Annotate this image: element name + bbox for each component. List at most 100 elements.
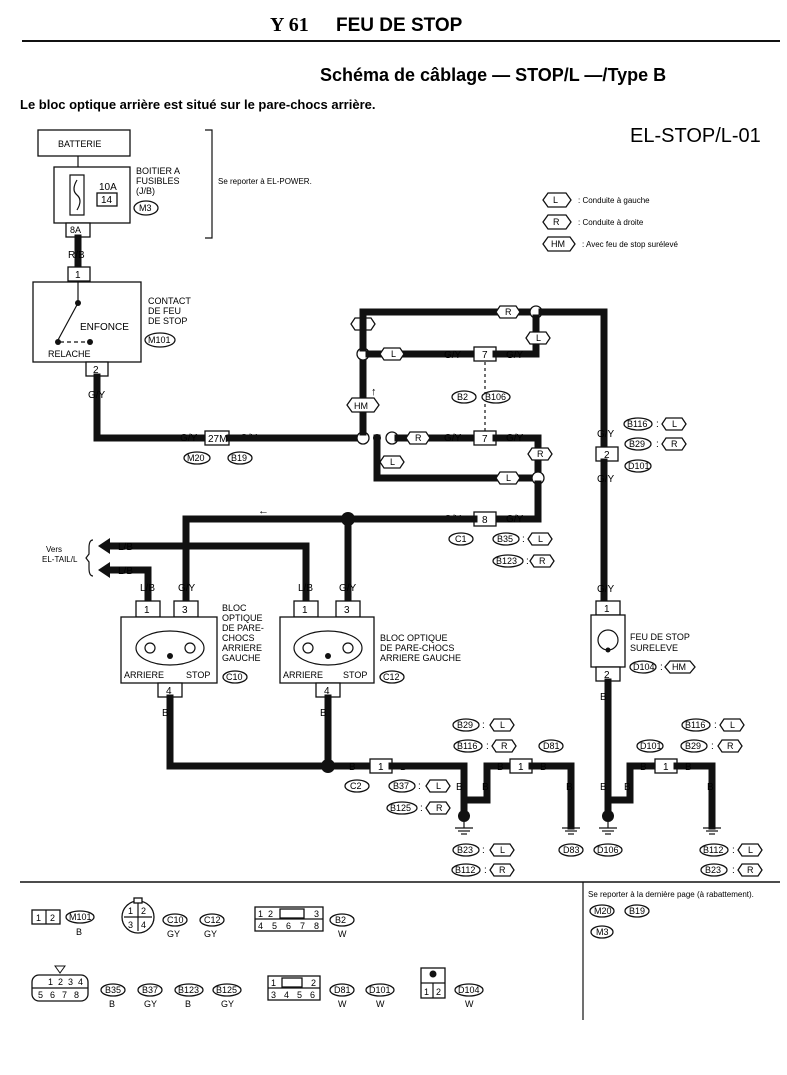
conn-b29-a (452, 718, 480, 732)
opt-r-label-9: R (671, 439, 678, 449)
arrow-lb-2 (98, 562, 110, 578)
conn-d106-label: D106 (597, 845, 619, 855)
cl-d81-pin5: 5 (297, 990, 302, 1000)
cl-m101-pin1: 1 (36, 913, 41, 923)
conn-d83 (558, 843, 584, 857)
conn-b112-b-label: B112 (703, 845, 723, 855)
wire-b-label-11: B (600, 782, 607, 793)
splice-b (321, 759, 335, 773)
conn-b116-c-label: B116 (685, 720, 705, 730)
cl-b2-pin5: 5 (272, 921, 277, 931)
opt-l-label-3: L (390, 457, 395, 467)
cl-b2-latch (279, 908, 305, 919)
cl-m101-name: M101 (69, 912, 92, 922)
cl-c12-tag (199, 913, 225, 927)
cl-b2-name: B2 (335, 915, 346, 925)
lamp-left-box (120, 616, 218, 684)
lamp-right-pin-3-label: 3 (344, 605, 350, 616)
conn-b19 (227, 451, 253, 465)
legend-l-badge (542, 192, 572, 208)
opt-l-label-2: L (391, 349, 396, 359)
lamp-left-label-1: BLOC (222, 603, 247, 613)
cl-c10-pin3: 3 (128, 920, 133, 930)
lamp-right-bulb (293, 630, 363, 666)
wire-lb-label-4: L/B (298, 583, 313, 594)
legend-hm-text: : Avec feu de stop surélevé (582, 240, 678, 249)
conn-m20-label: M20 (187, 453, 205, 463)
vers-bracket (85, 539, 94, 577)
lamp-right-pin-1-label: 1 (302, 605, 308, 616)
cl-d81-pin1: 1 (271, 978, 276, 988)
lamp-left-rear: ARRIERE (124, 670, 164, 680)
flow-arrow-left: ← (258, 505, 269, 517)
opt-r-label-3: R (415, 433, 422, 443)
conn-b35-label: B35 (497, 534, 513, 544)
lamp-right-label-2: DE PARE-CHOCS (380, 643, 454, 653)
cl-c10-pin4: 4 (141, 920, 146, 930)
conn-b35 (492, 532, 520, 546)
connector-1-c2-label: 1 (378, 762, 384, 773)
cl-b2-pin1: 1 (258, 909, 263, 919)
opt-l-label-4: L (506, 473, 511, 483)
switch-released-label: RELACHE (48, 349, 91, 359)
hm-lamp-box (590, 614, 626, 668)
cl-b35-pin6: 6 (50, 990, 55, 1000)
lamp-left-label-4: CHOCS (222, 633, 255, 643)
ref-m3 (590, 925, 614, 939)
conn-c10-label: C10 (226, 672, 243, 682)
opt-r-badge-8 (489, 863, 515, 877)
conn-b2-label: B2 (457, 392, 468, 402)
fuse-amp: 10A (99, 182, 117, 193)
colon-10: : (656, 439, 659, 450)
cl-b35-pin3: 3 (68, 977, 73, 987)
conn-b125 (386, 801, 418, 815)
conn-b37-label: B37 (393, 781, 409, 791)
cl-b35-color: B (109, 999, 115, 1009)
cl-b125-tag (212, 983, 242, 997)
switch-pin-1 (67, 266, 91, 282)
lamp-right-filament-2 (342, 642, 354, 654)
wire-gy-label-6: G/Y (444, 433, 462, 444)
lamp-right-label-3: ARRIERE GAUCHE (380, 653, 461, 663)
lamp-left-common (167, 653, 173, 659)
cl-b2-pin8: 8 (314, 921, 319, 931)
legend-l-text: : Conduite à gauche (578, 196, 650, 205)
page-title: FEU DE STOP (336, 15, 463, 36)
conn-b29-b (624, 437, 652, 451)
opt-l-badge-9 (661, 417, 687, 431)
battery-label: BATTERIE (58, 139, 101, 149)
connector-7-mid-label: 7 (482, 434, 488, 445)
switch-pressed-label: ENFONCE (80, 322, 129, 333)
cl-b35-pin8: 8 (74, 990, 79, 1000)
opt-r-label-4: R (537, 449, 544, 459)
opt-l-badge-5 (527, 532, 553, 546)
colon-9: : (656, 419, 659, 430)
opt-l-badge-4 (495, 471, 521, 485)
legend-r-text: : Conduite à droite (578, 218, 644, 227)
cl-d101-name: D101 (369, 985, 391, 995)
colon-6: : (486, 741, 489, 752)
wire-gy-label-7: G/Y (506, 433, 524, 444)
ref-b19 (624, 904, 650, 918)
lamp-right-stop: STOP (343, 670, 367, 680)
arrow-lb-1 (98, 538, 110, 554)
opt-hm-label-2: HM (672, 662, 686, 672)
colon-7: : (482, 845, 485, 856)
lamp-right-common (325, 653, 331, 659)
lamp-left-filament-1 (144, 642, 156, 654)
lamp-right-pin-4-label: 4 (324, 686, 330, 697)
power-bracket (205, 129, 213, 239)
cl-c10-key (133, 897, 143, 904)
cl-d81-pin6: 6 (310, 990, 315, 1000)
wire-b-label-7: B (497, 762, 504, 773)
opt-r-label-8: R (499, 865, 506, 875)
cl-c10-pin1: 1 (128, 906, 133, 916)
conn-b29-a-label: B29 (457, 720, 473, 730)
cl-d104-dot (429, 970, 437, 978)
opt-l-label-6: L (436, 781, 441, 791)
conn-b116-a (453, 739, 483, 753)
opt-r-badge-3 (405, 431, 431, 445)
wire-rb-label: R/B (68, 250, 85, 261)
hm-lamp-pin-2-label: 2 (604, 670, 610, 681)
connector-m3-label: M3 (139, 203, 152, 213)
